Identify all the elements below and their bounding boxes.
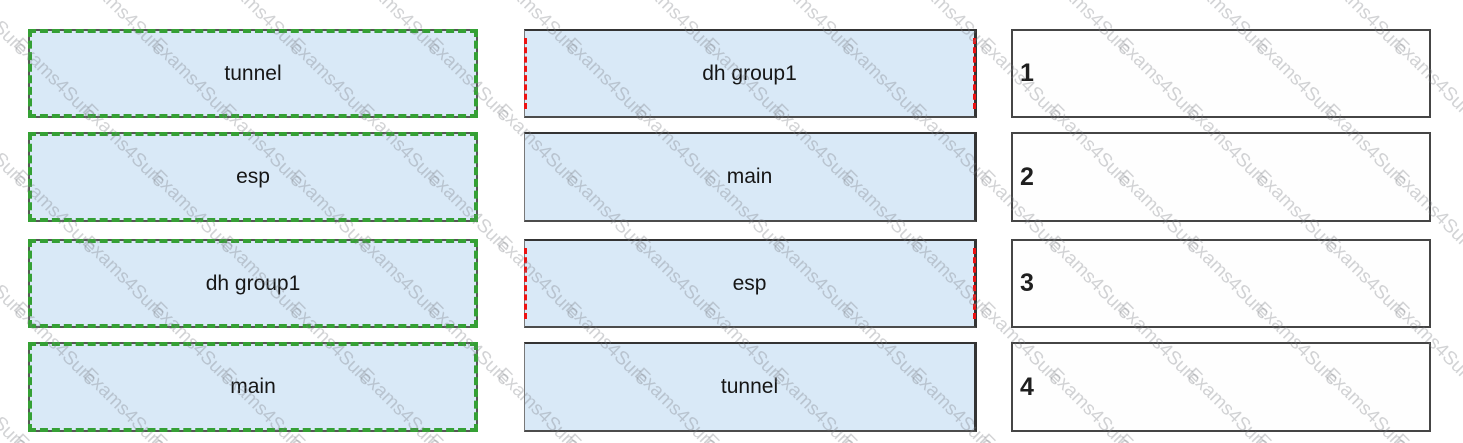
drag-item-main[interactable]: main bbox=[28, 342, 478, 432]
slot-number: 3 bbox=[1020, 269, 1034, 297]
target-slot-2[interactable]: 2 bbox=[1011, 132, 1431, 222]
answer-item-tunnel[interactable]: tunnel bbox=[524, 342, 977, 432]
slot-number: 4 bbox=[1020, 372, 1034, 401]
drag-item-tunnel[interactable]: tunnel bbox=[28, 29, 478, 118]
answer-item-dh-group1[interactable]: dh group1 bbox=[524, 29, 977, 118]
slot-number: 1 bbox=[1020, 59, 1034, 87]
watermark-text: Exams4Sure bbox=[1458, 232, 1463, 324]
answer-item-label: esp bbox=[732, 271, 767, 295]
drag-item-label: main bbox=[230, 375, 276, 398]
target-slot-3[interactable]: 3 bbox=[1011, 239, 1431, 328]
slot-number: 2 bbox=[1020, 162, 1034, 191]
answer-item-label: main bbox=[726, 165, 773, 188]
drag-item-label: tunnel bbox=[224, 61, 282, 85]
drag-item-label: esp bbox=[236, 165, 270, 188]
watermark-text: Exams4Sure bbox=[1458, 364, 1463, 443]
answer-item-label: tunnel bbox=[720, 375, 779, 398]
watermark-text: Exams4Sure bbox=[1458, 0, 1463, 60]
answer-item-esp[interactable]: esp bbox=[524, 239, 977, 328]
drag-item-label: dh group1 bbox=[205, 271, 301, 295]
answer-item-main[interactable]: main bbox=[524, 132, 977, 222]
watermark-text: Exams4Sure bbox=[1458, 100, 1463, 192]
target-slot-1[interactable]: 1 bbox=[1011, 29, 1431, 118]
answer-item-label: dh group1 bbox=[702, 61, 797, 85]
drag-item-dh-group1[interactable]: dh group1 bbox=[28, 239, 478, 328]
target-slot-4[interactable]: 4 bbox=[1011, 342, 1431, 432]
drag-item-esp[interactable]: esp bbox=[28, 132, 478, 222]
